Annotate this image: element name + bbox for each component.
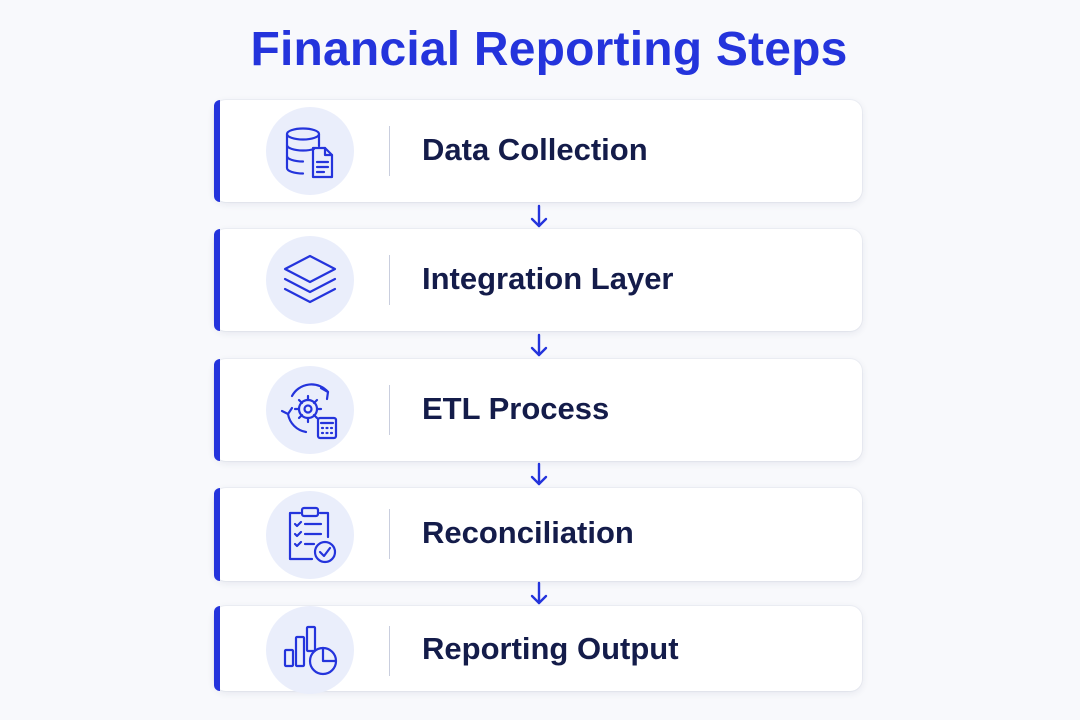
database-document-icon [285, 127, 334, 179]
step-divider [389, 626, 390, 676]
icon-badge [266, 107, 354, 195]
step-card-etl-process: ETL Process [214, 359, 862, 461]
step-accent-bar [214, 229, 220, 331]
icon-badge [266, 491, 354, 579]
arrow-down-icon [527, 203, 551, 231]
step-accent-bar [214, 606, 220, 691]
step-accent-bar [214, 100, 220, 202]
bar-pie-chart-icon [283, 625, 338, 676]
layers-icon [283, 254, 337, 304]
page-title: Financial Reporting Steps [250, 23, 848, 76]
step-label: Integration Layer [422, 261, 674, 296]
step-label: Reconciliation [422, 515, 634, 550]
step-divider [389, 255, 390, 305]
arrow-down-icon [527, 580, 551, 608]
step-divider [389, 509, 390, 559]
step-card-data-collection: Data Collection [214, 100, 862, 202]
gear-cycle-calculator-icon [280, 383, 338, 440]
arrow-down-icon [527, 461, 551, 489]
step-card-reconciliation: Reconciliation [214, 488, 862, 581]
clipboard-checklist-icon [288, 506, 337, 564]
step-divider [389, 385, 390, 435]
icon-badge [266, 236, 354, 324]
icon-badge [266, 606, 354, 694]
step-label: ETL Process [422, 391, 610, 426]
step-accent-bar [214, 359, 220, 461]
icon-badge [266, 366, 354, 454]
step-accent-bar [214, 488, 220, 581]
step-label: Data Collection [422, 132, 648, 167]
step-divider [389, 126, 390, 176]
arrow-down-icon [527, 332, 551, 360]
step-card-integration-layer: Integration Layer [214, 229, 862, 331]
step-card-reporting-output: Reporting Output [214, 606, 862, 694]
step-label: Reporting Output [422, 631, 679, 666]
